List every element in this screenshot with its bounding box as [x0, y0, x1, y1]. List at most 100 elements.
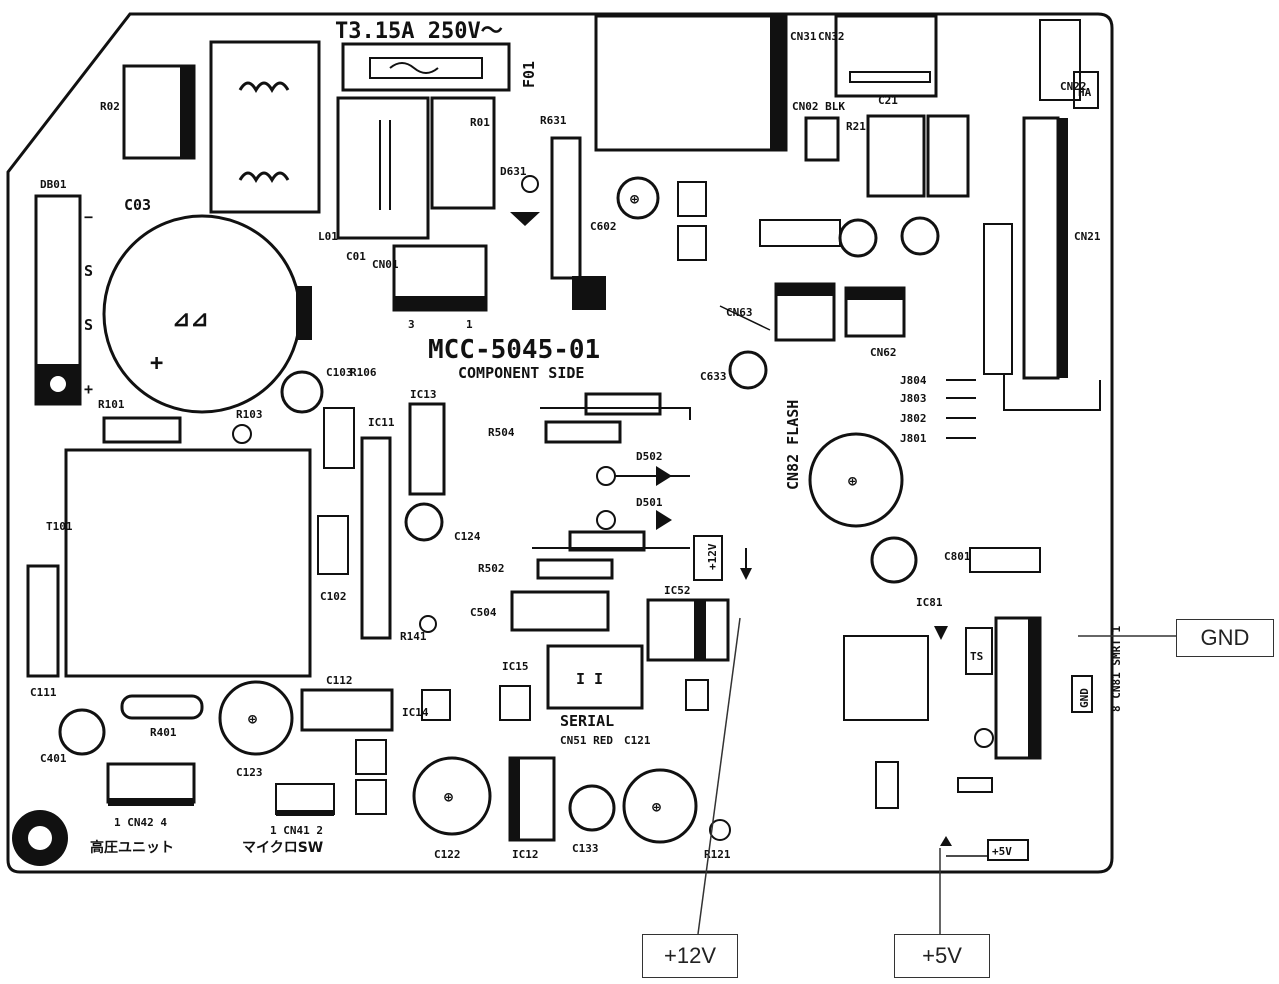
svg-text:⊕: ⊕: [444, 788, 453, 806]
capacitor-right: [926, 114, 970, 198]
c633-label: C633: [700, 370, 727, 383]
capacitor-c123: [218, 680, 294, 756]
capacitor-c121: [622, 768, 698, 844]
r401-label: R401: [150, 726, 177, 739]
inductor-l01: [209, 40, 321, 214]
connector-cn42: [106, 762, 196, 804]
gnd-tag: [1071, 675, 1093, 713]
svg-text:S: S: [84, 316, 93, 334]
ic12-label: IC12: [512, 848, 539, 861]
cn81-label: 8 CN81 SMRT 1: [1110, 626, 1123, 712]
connector-serial: [546, 644, 644, 710]
d501-label: D501: [636, 496, 663, 509]
capacitor-c504: [510, 590, 610, 632]
ic15: [499, 685, 531, 721]
c602-label: C602: [590, 220, 617, 233]
svg-text:+: +: [150, 351, 163, 376]
svg-text:3: 3: [408, 318, 415, 331]
fuse-rating-text: T3.15A 250V～: [335, 19, 503, 44]
capacitor-c633: [728, 350, 768, 390]
c21-label: C21: [878, 94, 898, 107]
plus12-tag: [693, 535, 723, 581]
varistor-right: [866, 114, 926, 198]
c102-label: C102: [320, 590, 347, 603]
fuse-holder: [341, 42, 511, 92]
ic11-label: IC11: [368, 416, 395, 429]
plus5-tag: [987, 839, 1029, 861]
ic52-label: IC52: [664, 584, 691, 597]
connector-vertical: [983, 223, 1013, 375]
capacitor-c103: [280, 370, 324, 414]
cn32-label: CN32: [818, 30, 845, 43]
c103-label: C103: [326, 366, 353, 379]
r02-label: R02: [100, 100, 120, 113]
c122-label: C122: [434, 848, 461, 861]
c123-label: C123: [236, 766, 263, 779]
capacitor-c602: [616, 176, 660, 220]
svg-text:−: −: [84, 208, 93, 226]
cn62-label: CN62: [870, 346, 897, 359]
cn41-label: 1 CN41 2: [270, 824, 323, 837]
r106-label: R106: [350, 366, 377, 379]
r103-label: R103: [236, 408, 263, 421]
connector-cn32: [834, 14, 938, 98]
resistor-r21: [804, 116, 840, 162]
r101-label: R101: [98, 398, 125, 411]
capacitor-c01: [336, 96, 430, 240]
svg-text:S: S: [84, 262, 93, 280]
capacitor-c111: [26, 564, 60, 678]
connector-cn41: [275, 783, 335, 815]
resistor-r502: [536, 558, 614, 580]
ic81-label: IC81: [916, 596, 943, 609]
ic15-label: IC15: [502, 660, 529, 673]
diode-d501: [656, 510, 672, 530]
resistor-r631: [550, 136, 582, 280]
high-pressure-unit-label: 高圧ユニット: [90, 839, 174, 856]
fuse: [369, 57, 483, 79]
r121-label: R121: [704, 848, 731, 861]
j802-label: J802: [900, 412, 927, 425]
c401-label: C401: [40, 752, 67, 765]
ic14-label: IC14: [402, 706, 429, 719]
j804-label: J804: [900, 374, 927, 387]
f01-label: F01: [520, 61, 538, 88]
r01-label: R01: [470, 116, 490, 129]
ts-label: TS: [970, 650, 983, 663]
plus5-tag-text: +5V: [992, 845, 1012, 858]
ic14: [421, 689, 451, 721]
r631-label: R631: [540, 114, 567, 127]
ic81: [843, 635, 929, 721]
cn21-label: CN21: [1074, 230, 1101, 243]
cn31-label: CN31: [790, 30, 817, 43]
flash-label: CN82 FLASH: [784, 400, 802, 490]
svg-text:⊕: ⊕: [630, 190, 639, 208]
board-outline: [6, 12, 1114, 874]
svg-text:⊿⊿: ⊿⊿: [172, 307, 209, 332]
d502-label: D502: [636, 450, 663, 463]
gnd-callout: GND: [1176, 619, 1274, 657]
r141-label: R141: [400, 630, 427, 643]
c504-label: C504: [470, 606, 497, 619]
gnd-tag-text: GND: [1078, 688, 1091, 708]
r21-label: R21: [846, 120, 866, 133]
svg-text:⊕: ⊕: [848, 472, 857, 490]
capacitor-c112: [300, 688, 394, 732]
ts-box: [965, 627, 993, 675]
r504-label: R504: [488, 426, 515, 439]
cn01-label: CN01: [372, 258, 399, 271]
c01-label: C01: [346, 250, 366, 263]
capacitor-c401: [58, 708, 106, 756]
c801-label: C801: [944, 550, 971, 563]
resistor-r401: [120, 694, 204, 720]
c03-label: C03: [124, 196, 151, 214]
cn63-label: CN63: [726, 306, 753, 319]
micro-switch-label: マイクロSW: [242, 840, 323, 856]
model-label: MCC-5045-01: [428, 335, 600, 365]
connector-cn22: [1039, 19, 1081, 101]
buzzer: [808, 432, 904, 528]
t101-label: T101: [46, 520, 73, 533]
plus5-callout: +5V: [894, 934, 990, 978]
j803-label: J803: [900, 392, 927, 405]
c112-label: C112: [326, 674, 353, 687]
